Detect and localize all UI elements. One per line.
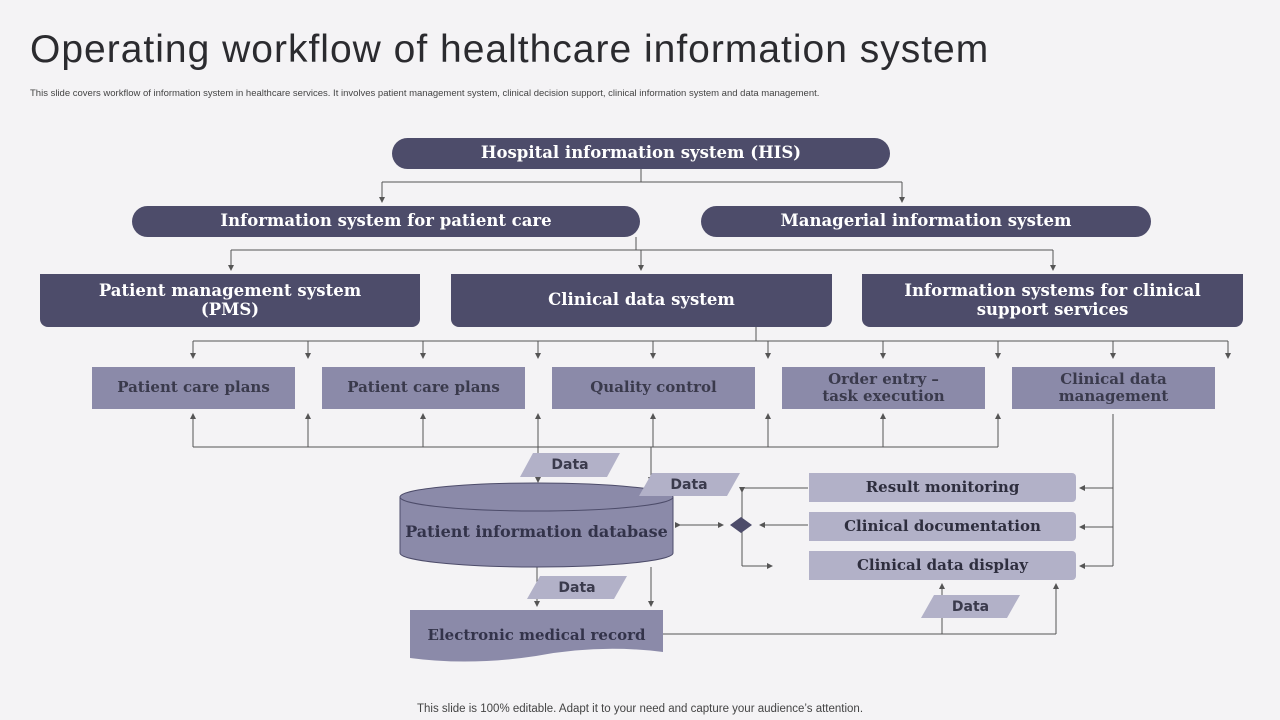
- decision-diamond: [730, 517, 752, 533]
- his-node: Hospital information system (HIS): [392, 138, 890, 169]
- data-label-3: Data: [558, 579, 596, 596]
- clinical-data-system-node: Clinical data system: [451, 274, 832, 327]
- data-label-4: Data: [951, 598, 990, 615]
- emr-label: Electronic medical record: [427, 626, 646, 644]
- patient-care-system-node: Information system for patient care: [132, 206, 640, 237]
- pms-node: Patient management system (PMS): [40, 274, 420, 327]
- managerial-system-node: Managerial information system: [701, 206, 1151, 237]
- emr-shape: [410, 610, 663, 662]
- output-clinical-data-display: Clinical data display: [809, 551, 1076, 580]
- data-label-1: Data: [551, 457, 589, 473]
- footer-note: This slide is 100% editable. Adapt it to…: [416, 703, 864, 715]
- data-tag-shape-1: [520, 453, 620, 477]
- page-subtitle: This slide covers workflow of informatio…: [30, 88, 820, 99]
- output-clinical-documentation: Clinical documentation: [809, 512, 1076, 541]
- page-title: Operating workflow of healthcare informa…: [30, 28, 990, 71]
- data-tag-shape-2: [639, 473, 740, 496]
- module-clinical-data-management: Clinical data management: [1012, 367, 1215, 409]
- module-quality-control: Quality control: [552, 367, 755, 409]
- output-result-monitoring: Result monitoring: [809, 473, 1076, 502]
- data-tag-shape-4: [921, 595, 1020, 618]
- database-cylinder: [399, 482, 674, 568]
- module-patient-care-plans-2: Patient care plans: [322, 367, 525, 409]
- data-label-2: Data: [670, 476, 708, 493]
- clinical-support-node: Information systems for clinical support…: [862, 274, 1243, 327]
- data-tag-shape-3: [527, 576, 627, 599]
- module-patient-care-plans-1: Patient care plans: [92, 367, 295, 409]
- module-order-entry: Order entry – task execution: [782, 367, 985, 409]
- database-label: Patient information database: [405, 522, 668, 541]
